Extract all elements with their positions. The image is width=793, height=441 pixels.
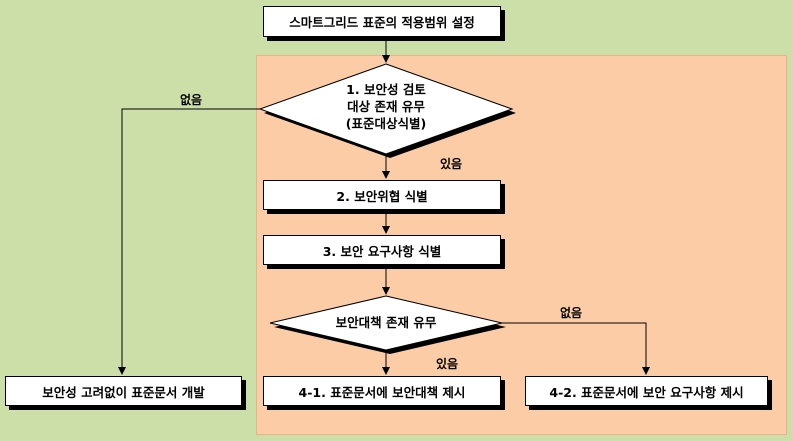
decision2-label: 보안대책 존재 유무 <box>335 315 437 330</box>
decision2-yes-label: 있음 <box>436 357 459 371</box>
decision1-no-label: 없음 <box>180 93 203 107</box>
arrow-decision2-no <box>502 322 650 375</box>
threat-identification-box: 2. 보안위협 식별 <box>263 180 501 210</box>
decision1-yes-label: 있음 <box>440 157 463 171</box>
decision2-no-label: 없음 <box>560 306 583 320</box>
decision1-line3: (표준대상식별) <box>345 116 427 131</box>
arrow-decision1-no <box>118 108 260 375</box>
decision1-line1: 1. 보안성 검토 <box>346 82 426 97</box>
no-security-outcome-box: 보안성 고려없이 표준문서 개발 <box>5 376 242 406</box>
decision1-line2: 대상 존재 유무 <box>347 99 425 114</box>
requirement-identification-box: 3. 보안 요구사항 식별 <box>263 235 501 265</box>
scope-setting-box: 스마트그리드 표준의 적용범위 설정 <box>263 6 501 37</box>
decision1-label: 1. 보안성 검토 대상 존재 유무 (표준대상식별) <box>296 81 476 132</box>
countermeasure-outcome-box: 4-1. 표준문서에 보안대책 제시 <box>263 376 501 406</box>
requirement-outcome-box: 4-2. 표준문서에 보안 요구사항 제시 <box>525 376 768 406</box>
